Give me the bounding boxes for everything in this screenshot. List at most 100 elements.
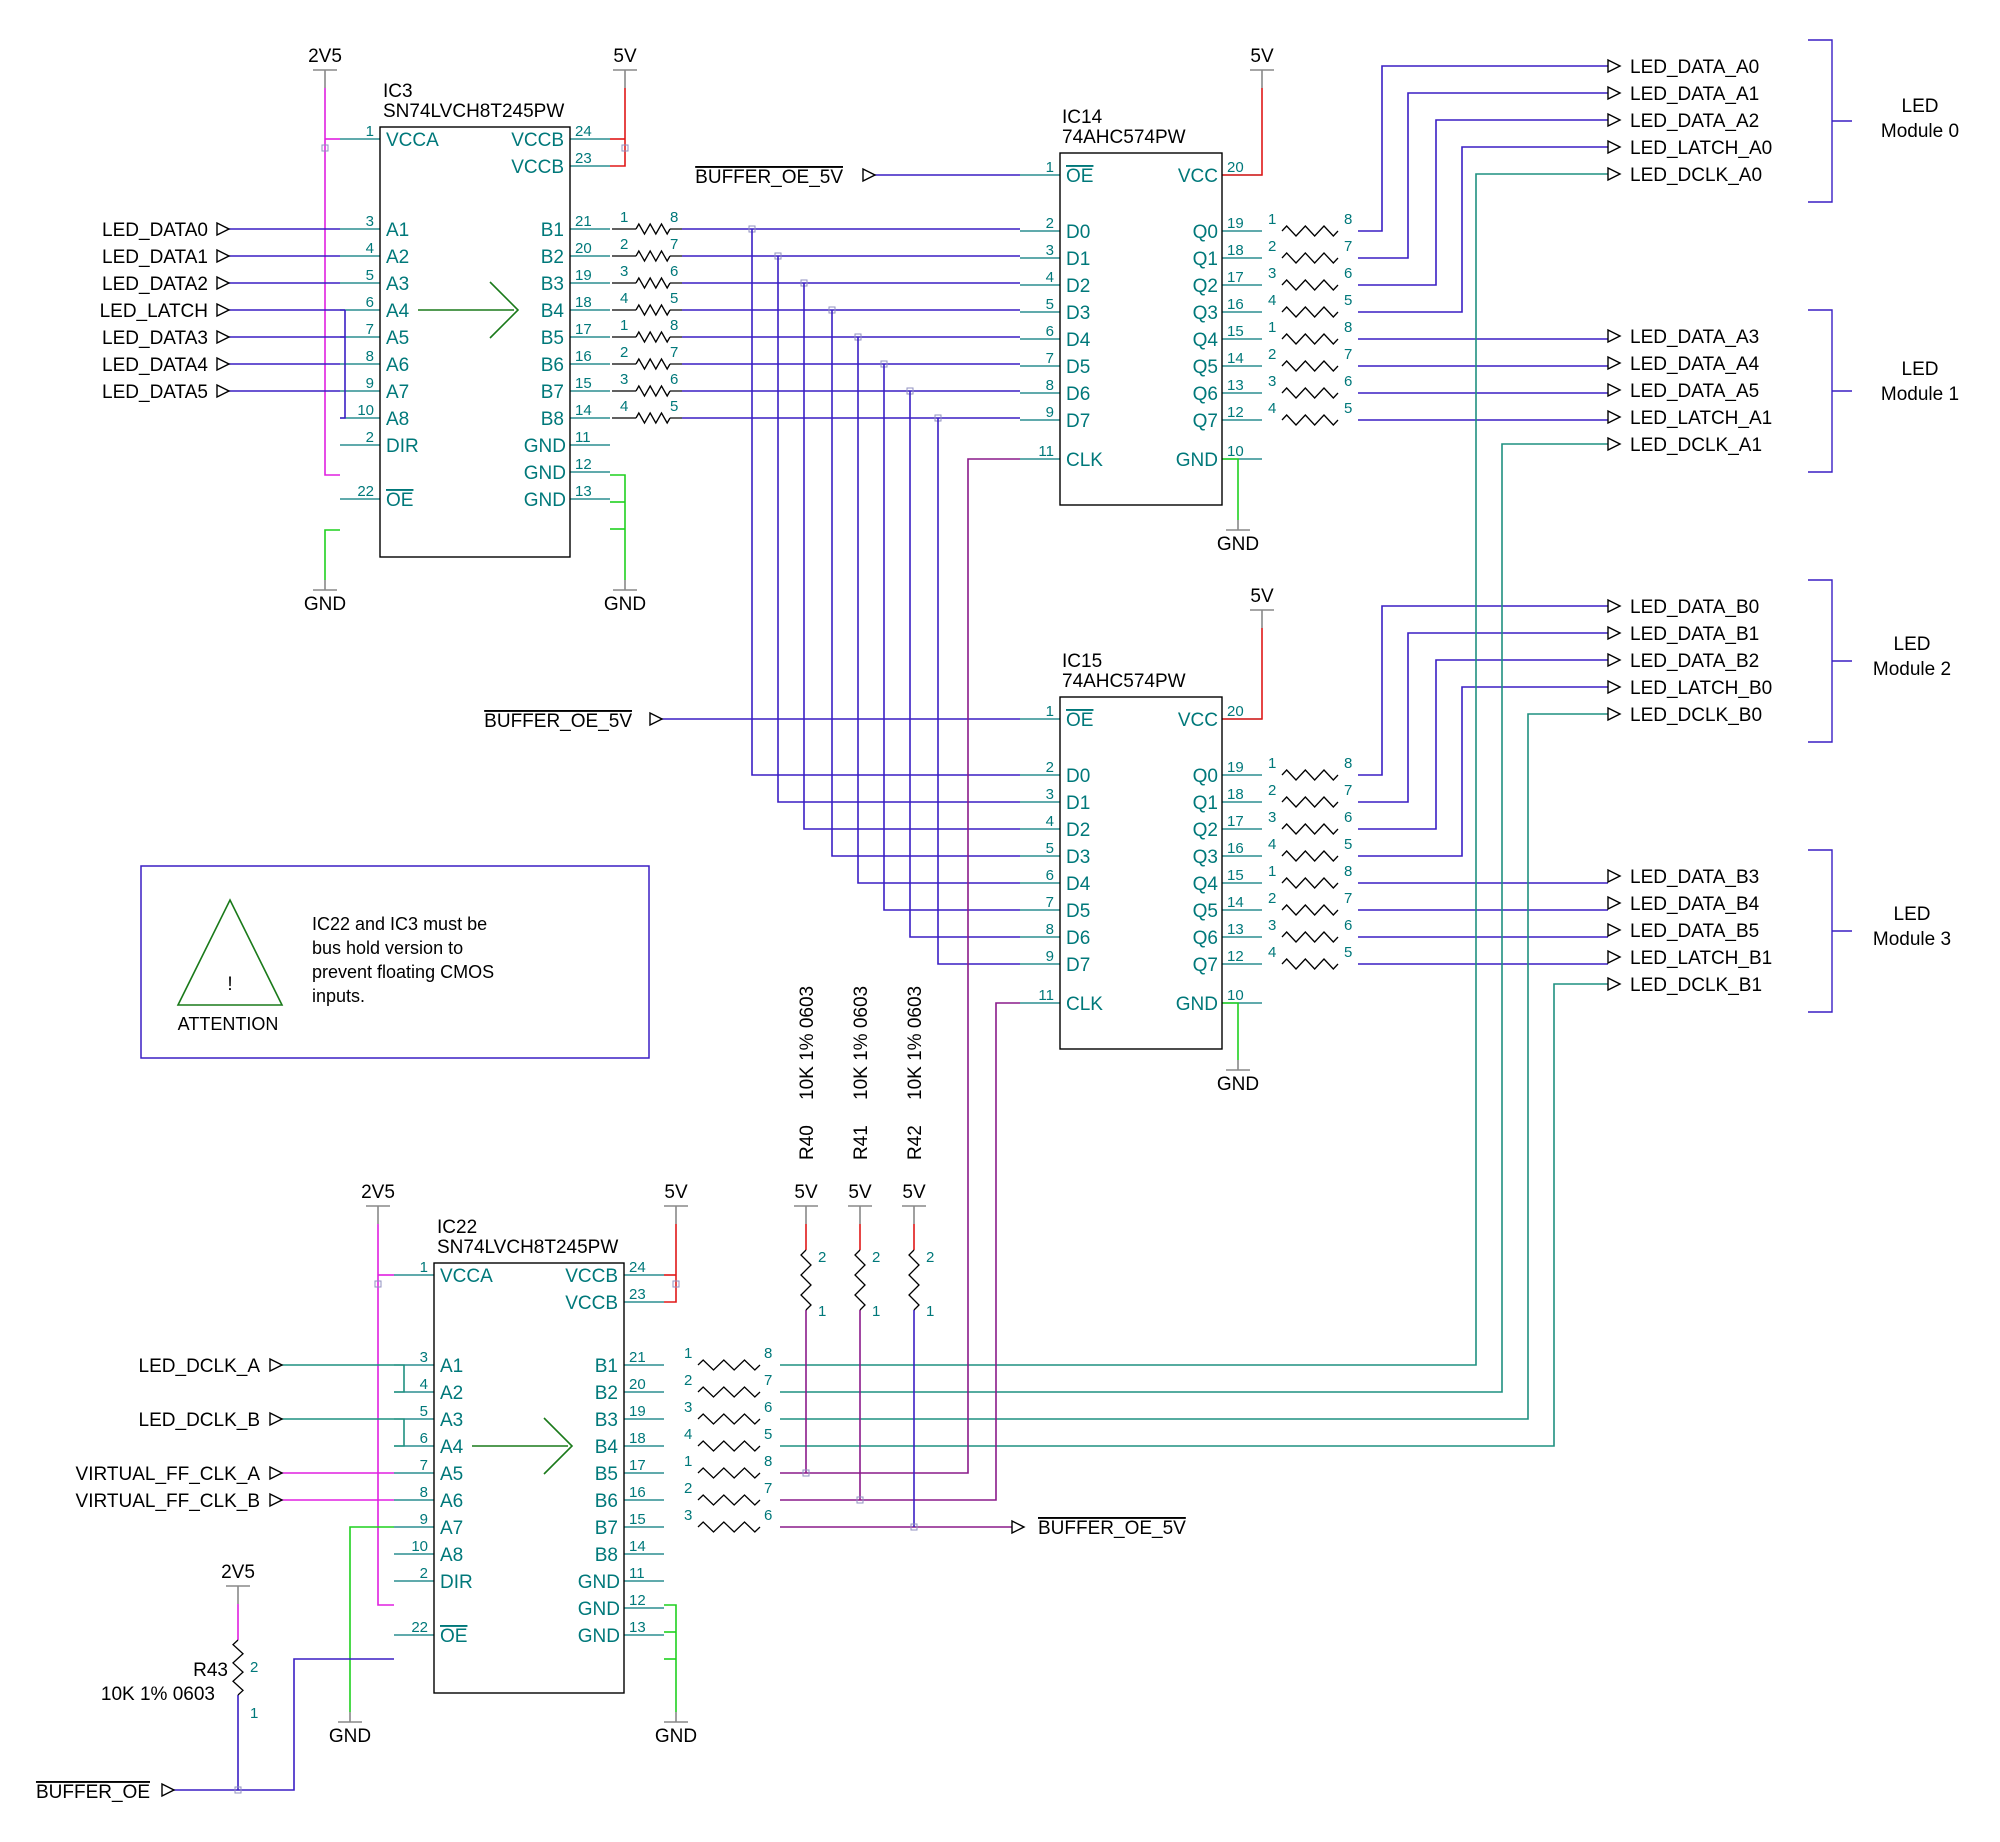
ic14-pin-q1-num: 18 — [1227, 242, 1244, 259]
rn1-right-num-0: 8 — [670, 209, 678, 226]
ic3-gnd-rail — [610, 474, 626, 580]
r43-resistor — [232, 1639, 244, 1696]
ic22-5v-rail — [664, 1224, 677, 1303]
mod-a-port-label-4: LED_DCLK_A0 — [1630, 165, 1762, 186]
ic22-pin-a1-num: 3 — [420, 1349, 428, 1366]
ic22-5v-label: 5V — [664, 1182, 688, 1203]
ic3-input-label-2: LED_DATA2 — [102, 274, 208, 295]
ic15-rn-left-num-6: 3 — [1268, 917, 1276, 934]
r43-2v5-label: 2V5 — [221, 1562, 255, 1583]
ic15-oe-label: BUFFER_OE_5V — [484, 711, 632, 732]
rn2-right-num-2: 6 — [764, 1399, 772, 1416]
rn2-left-num-5: 2 — [684, 1480, 692, 1497]
ic3-input-arrow-0 — [216, 221, 231, 237]
ic15-pin-q1: Q1 — [1193, 793, 1218, 814]
ic3-2v5-label: 2V5 — [308, 46, 342, 67]
ic15-pin-d5-num: 7 — [1046, 894, 1054, 911]
ic15-rn-right-num-6: 6 — [1344, 917, 1352, 934]
ic3-pin-a3: A3 — [386, 274, 409, 295]
ic15-pin-q6-num: 13 — [1227, 921, 1244, 938]
ic3-gnd-label: GND — [604, 594, 646, 615]
ic15-pin-d1-num: 3 — [1046, 786, 1054, 803]
ic15-5v-label: 5V — [1250, 586, 1274, 607]
ic22-pin-a7-num: 9 — [420, 1511, 428, 1528]
ic22-pin-vccb1-num: 24 — [629, 1259, 646, 1276]
ic22-gnd-rail — [664, 1604, 677, 1712]
ic14-rn-right-num-4: 8 — [1344, 319, 1352, 336]
mod-b-port-label-7: LED_DATA_B5 — [1630, 921, 1759, 942]
ic22-pin-b7-num: 15 — [629, 1511, 646, 1528]
ic15-part: 74AHC574PW — [1062, 671, 1186, 692]
mod-a-port-label-1: LED_DATA_A1 — [1630, 84, 1759, 105]
rn1-right-num-6: 6 — [670, 371, 678, 388]
ic3-5v-label: 5V — [613, 46, 637, 67]
ic22-clk-a-wire — [780, 458, 1020, 1474]
ic15-pin-d0: D0 — [1066, 766, 1090, 787]
ic15-rn-resistor-2 — [1281, 823, 1339, 835]
rn2-right-num-0: 8 — [764, 1345, 772, 1362]
ic3-input-arrow-1 — [216, 248, 231, 264]
ic22-pin-a5-num: 7 — [420, 1457, 428, 1474]
ic14-out-wire-1 — [1358, 92, 1608, 259]
ic3-pin-a8-num: 10 — [357, 402, 374, 419]
module2-label-2: Module 2 — [1873, 659, 1951, 680]
ic22-pin-a4: A4 — [440, 1437, 464, 1458]
ic22-2v5-label: 2V5 — [361, 1182, 395, 1203]
ic14-pin-oe: OE — [1066, 166, 1093, 187]
r40-resistor — [800, 1249, 812, 1311]
ic22-dclk-wire-1 — [780, 443, 1608, 1393]
ic22-pin-b6-num: 16 — [629, 1484, 646, 1501]
mod-a-port-arrow-4 — [1607, 166, 1622, 182]
r42-resistor — [908, 1249, 920, 1311]
ic15-pin-d1: D1 — [1066, 793, 1090, 814]
ic15-pin-q7: Q7 — [1193, 955, 1218, 976]
ic15-d-wire-7 — [937, 418, 1020, 965]
ic14-rn-left-num-2: 3 — [1268, 265, 1276, 282]
ic14-ref: IC14 — [1062, 107, 1103, 128]
ic14-pin-d4-num: 6 — [1046, 323, 1054, 340]
ic3-input-label-0: LED_DATA0 — [102, 220, 208, 241]
rn1-left-num-2: 3 — [620, 263, 628, 280]
r41-resistor — [854, 1249, 866, 1311]
ic14-pin-q7-num: 12 — [1227, 404, 1244, 421]
mod-a-port-arrow-3 — [1607, 139, 1622, 155]
ic22-dclk-wire-2 — [780, 713, 1608, 1420]
ic22-a1a2-jumper — [394, 1364, 405, 1393]
warning-exclamation: ! — [227, 974, 232, 995]
rn1-right-num-4: 8 — [670, 317, 678, 334]
ic3-pin-a5-num: 7 — [366, 321, 374, 338]
module1-bracket — [1808, 309, 1833, 473]
rn1-resistor-4 — [635, 330, 671, 344]
ic3-pin-b5: B5 — [541, 328, 564, 349]
ic15-pin-q3: Q3 — [1193, 847, 1218, 868]
ic22-a7-gnd — [349, 1526, 394, 1712]
ic15-pin-q4: Q4 — [1193, 874, 1219, 895]
module2-label-1: LED — [1894, 634, 1931, 655]
mod-b-port-label-3: LED_LATCH_B0 — [1630, 678, 1772, 699]
ic3-pin-a5: A5 — [386, 328, 409, 349]
ic15-pin-d4: D4 — [1066, 874, 1091, 895]
ic14-oe-label: BUFFER_OE_5V — [695, 167, 843, 188]
module1-label-1: LED — [1902, 359, 1939, 380]
ic22-pin-vcca: VCCA — [440, 1266, 493, 1287]
ic14-rn-resistor-1 — [1281, 252, 1339, 264]
ic15-d-wire-4 — [857, 337, 1020, 884]
ic22-pin-b2: B2 — [595, 1383, 618, 1404]
ic15-d-wire-2 — [803, 283, 1020, 830]
ic3-oe-gnd — [324, 529, 340, 580]
ic15-pin-d6-num: 8 — [1046, 921, 1054, 938]
module0-bracket — [1808, 39, 1833, 203]
ic15-pin-q0-num: 19 — [1227, 759, 1244, 776]
r41-pin-top: 2 — [872, 1249, 880, 1266]
ic3-pin-a6-num: 8 — [366, 348, 374, 365]
module0-label-1: LED — [1902, 96, 1939, 117]
ic3-pin-vccb1: VCCB — [511, 130, 564, 151]
ic14-rn-right-num-6: 6 — [1344, 373, 1352, 390]
ic15-5v-rail — [1222, 628, 1263, 720]
ic3-pin-b2-num: 20 — [575, 240, 592, 257]
ic14-out-wire-2 — [1358, 119, 1608, 286]
ic22-pin-b2-num: 20 — [629, 1376, 646, 1393]
rn2-resistor-4 — [697, 1467, 761, 1479]
ic14-body — [1059, 152, 1223, 506]
ic22-a3a4-jumper — [394, 1418, 405, 1447]
